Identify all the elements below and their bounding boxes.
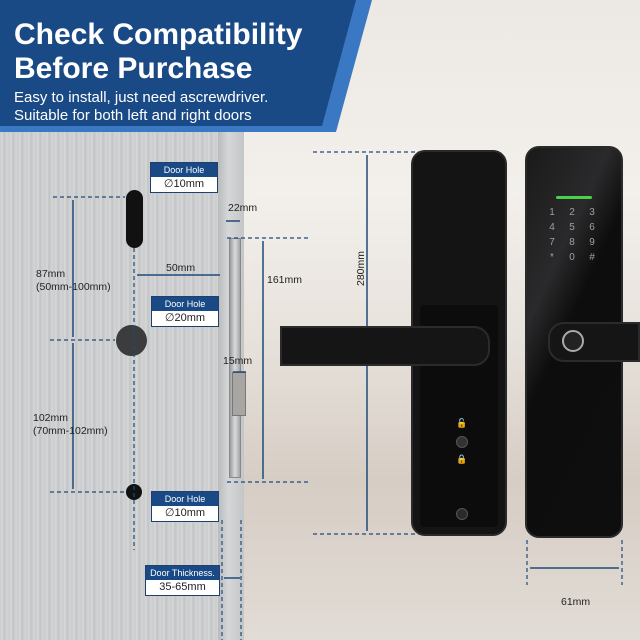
label-value: ∅20mm bbox=[164, 312, 206, 324]
unlock-icon: 🔓 bbox=[456, 418, 468, 428]
dim-lower-range: (70mm-102mm) bbox=[33, 425, 108, 437]
label-heading: Door Hole bbox=[152, 492, 218, 506]
dim-lock-height: 280mm bbox=[355, 250, 368, 287]
dim-lower-spacing: 102mm bbox=[33, 412, 69, 424]
dim-backset: 50mm bbox=[166, 262, 196, 274]
key-6[interactable]: 6 bbox=[589, 222, 595, 233]
key-star[interactable]: * bbox=[550, 252, 554, 263]
key-5[interactable]: 5 bbox=[569, 222, 575, 233]
label-heading: Door Hole bbox=[152, 297, 218, 311]
label-value: ∅10mm bbox=[163, 178, 205, 190]
banner-title-line2: Before Purchase bbox=[14, 52, 253, 85]
label-value: ∅10mm bbox=[164, 507, 206, 519]
dim-lock-width: 61mm bbox=[561, 596, 591, 608]
key-8[interactable]: 8 bbox=[569, 237, 575, 248]
lever-handle-left bbox=[280, 326, 490, 366]
door-hole-bottom bbox=[126, 484, 142, 500]
dim-latch-width: 15mm bbox=[223, 355, 253, 367]
banner-subtitle-line1: Easy to install, just need ascrewdriver. bbox=[14, 89, 269, 106]
key-2[interactable]: 2 bbox=[569, 207, 575, 218]
label-door-hole-bottom: Door Hole∅10mm bbox=[151, 491, 219, 522]
dim-upper-range: (50mm-100mm) bbox=[36, 281, 111, 293]
keypad[interactable]: 1 2 3 4 5 6 7 8 9 * 0 # bbox=[545, 207, 605, 263]
key-9[interactable]: 9 bbox=[589, 237, 595, 248]
label-value: 35-65mm bbox=[159, 581, 206, 593]
label-heading: Door Thickness. bbox=[146, 566, 219, 580]
door-hole-top bbox=[126, 190, 143, 248]
key-7[interactable]: 7 bbox=[549, 237, 555, 248]
key-cylinder-icon bbox=[456, 436, 468, 448]
key-4[interactable]: 4 bbox=[549, 222, 555, 233]
label-door-thickness: Door Thickness.35-65mm bbox=[145, 565, 220, 596]
key-0[interactable]: 0 bbox=[569, 252, 575, 263]
screw-icon bbox=[456, 508, 468, 520]
key-1[interactable]: 1 bbox=[549, 207, 555, 218]
banner-title-line1: Check Compatibility bbox=[14, 18, 303, 51]
key-hash[interactable]: # bbox=[589, 252, 595, 263]
dim-mortise-height: 161mm bbox=[267, 274, 303, 286]
status-indicator bbox=[556, 196, 592, 199]
banner-subtitle-line2: Suitable for both left and right doors bbox=[14, 107, 252, 124]
label-door-hole-middle: Door Hole∅20mm bbox=[151, 296, 219, 327]
door-hole-middle bbox=[116, 325, 147, 356]
dim-faceplate-width: 22mm bbox=[228, 202, 258, 214]
banner-background bbox=[0, 0, 372, 132]
label-heading: Door Hole bbox=[151, 163, 217, 177]
fingerprint-sensor-icon[interactable] bbox=[562, 330, 584, 352]
key-3[interactable]: 3 bbox=[589, 207, 595, 218]
dim-upper-spacing: 87mm bbox=[36, 268, 66, 280]
label-door-hole-top: Door Hole∅10mm bbox=[150, 162, 218, 193]
lock-icon: 🔒 bbox=[456, 454, 468, 464]
